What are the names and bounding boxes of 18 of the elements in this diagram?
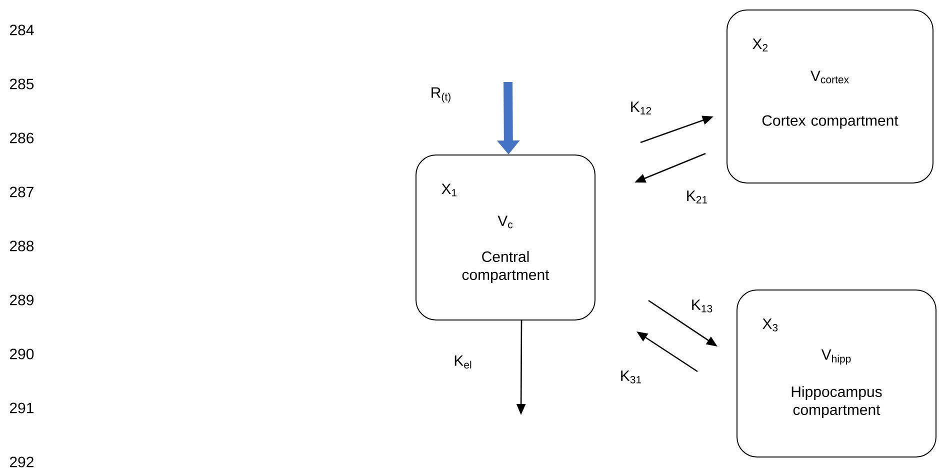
edge-label: K$_{12}$ xyxy=(628,100,654,116)
line-number: 287 xyxy=(10,186,34,198)
line-number: 289 xyxy=(10,294,34,306)
edge-label: K$_{21}$ xyxy=(684,190,710,204)
line-number: 291 xyxy=(10,402,34,414)
line-number: 286 xyxy=(10,132,34,144)
edge-label: K$_{13}$ xyxy=(690,298,714,314)
line-number: 284 xyxy=(10,24,34,36)
compartment-box: X$_{2}$ V$_{cortex}$ Cortex compartment xyxy=(726,10,934,184)
line-number: 285 xyxy=(10,78,34,90)
compartment-box: X$_{3}$ V$_{hipp}$ Hippocampus compartment xyxy=(736,290,936,458)
line-number: 292 xyxy=(10,456,34,468)
edge-label: K$_{el}$ xyxy=(452,354,474,370)
compartment-box: X$_{1}$ V$_{c}$ Central compartment xyxy=(416,154,596,320)
line-number: 288 xyxy=(10,240,34,252)
line-number: 290 xyxy=(10,348,34,360)
edge-label: R$_{(t)}$ xyxy=(429,86,453,104)
edge-label: K$_{31}$ xyxy=(618,370,644,384)
